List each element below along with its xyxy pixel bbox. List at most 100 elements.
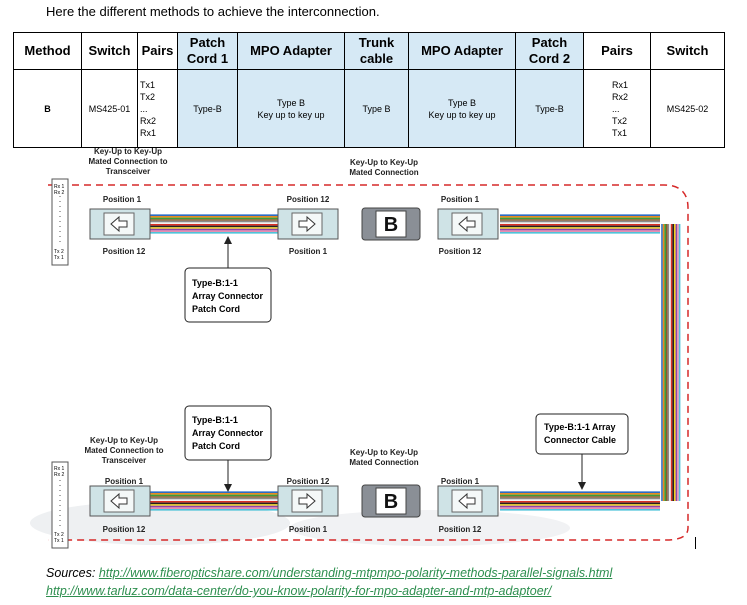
position-label: Position 12	[439, 525, 482, 534]
header-mpo-adapter-2: MPO Adapter	[408, 32, 516, 70]
caption-bottom-left: Transceiver	[102, 456, 146, 465]
transceiver-bottom: Rx 1 Rx 2 Tx 2 Tx 1	[51, 461, 69, 549]
source-link-1[interactable]: http://www.fiberopticshare.com/understan…	[98, 566, 613, 580]
position-label: Position 12	[439, 247, 482, 256]
adapter-letter: B	[384, 491, 398, 513]
adapter-letter: B	[384, 214, 398, 236]
cell-switch-2: MS425-02	[650, 69, 725, 148]
header-switch-2: Switch	[650, 32, 725, 70]
callout-text: Type-B:1-1 Array	[544, 422, 616, 432]
table-row: B MS425-01 Tx1 Tx2 ... Rx2 Rx1 Type-B Ty…	[13, 69, 725, 148]
mpo-connector	[437, 485, 499, 517]
position-label: Position 12	[287, 195, 330, 204]
pair-item: Tx2	[140, 91, 156, 102]
pair-item: Tx2	[612, 115, 628, 126]
pair-item: ...	[612, 103, 620, 114]
source-link-2[interactable]: http://www.tarluz.com/data-center/do-you…	[46, 584, 552, 598]
sources-label: Sources:	[46, 566, 96, 580]
callout-text: Type-B:1-1	[192, 278, 238, 288]
pair-item: Tx1	[140, 79, 156, 90]
cell-pairs-1: Tx1 Tx2 ... Rx2 Rx1	[137, 69, 178, 148]
callout-arrowhead	[224, 484, 232, 492]
header-switch: Switch	[81, 32, 138, 70]
transceiver-label: Rx 1	[54, 184, 65, 190]
caption-top-left: Transceiver	[106, 167, 150, 176]
callout-arrowhead	[578, 482, 586, 490]
pair-item: Rx1	[612, 79, 629, 90]
adapter-key: Key up to key up	[257, 109, 325, 120]
position-label: Position 1	[289, 525, 328, 534]
adapter-type: Type B	[447, 97, 476, 108]
transceiver-label: Tx 1	[54, 538, 64, 544]
callout-text: Patch Cord	[192, 441, 240, 451]
caption-bottom-left: Key-Up to Key-Up	[90, 436, 158, 445]
cell-patch-cord-1: Type-B	[177, 69, 238, 148]
transceiver-label: Rx 1	[54, 466, 65, 472]
caption-top-left: Mated Connection to	[88, 157, 167, 166]
pair-item: ...	[140, 103, 148, 114]
position-label: Position 12	[103, 247, 146, 256]
position-label: Position 12	[287, 477, 330, 486]
mpo-adapter-top: B	[361, 207, 421, 241]
callout-arrowhead	[224, 236, 232, 244]
patch-cord-top	[150, 214, 285, 234]
cell-patch-cord-2: Type-B	[515, 69, 584, 148]
callout-text: Connector Cable	[544, 435, 616, 445]
methods-table: Method Switch Pairs Patch Cord 1 MPO Ada…	[13, 32, 725, 148]
callout-text: Patch Cord	[192, 304, 240, 314]
position-label: Position 1	[105, 477, 144, 486]
caption-bottom-left: Mated Connection to	[84, 446, 163, 455]
callout-cable: Type-B:1-1 Array Connector Cable	[535, 413, 629, 455]
callout-patch-cord-bottom: Type-B:1-1 Array Connector Patch Cord	[184, 405, 272, 461]
header-patch-cord-2: Patch Cord 2	[515, 32, 584, 70]
transceiver-label: Rx 2	[54, 190, 65, 196]
patch-cord-bottom	[150, 491, 285, 511]
transceiver-label: Tx 2	[54, 249, 64, 255]
position-label: Position 1	[441, 195, 480, 204]
trunk-cable	[500, 214, 681, 511]
callout-text: Array Connector	[192, 291, 264, 301]
callout-patch-cord-top: Type-B:1-1 Array Connector Patch Cord	[184, 267, 272, 323]
header-patch-cord-1: Patch Cord 1	[177, 32, 238, 70]
signal-path-loop	[48, 184, 689, 541]
position-label: Position 1	[441, 477, 480, 486]
mpo-connector	[277, 208, 339, 240]
transceiver-label: Tx 1	[54, 255, 64, 261]
cell-mpo-adapter-1: Type B Key up to key up	[237, 69, 345, 148]
pair-item: Rx1	[140, 127, 157, 138]
caption-top-left: Key-Up to Key-Up	[94, 148, 162, 156]
cell-switch-1: MS425-01	[81, 69, 138, 148]
cell-trunk-cable: Type B	[344, 69, 409, 148]
header-method: Method	[13, 32, 82, 70]
mpo-adapter-bottom: B	[361, 484, 421, 518]
header-trunk-cable: Trunk cable	[344, 32, 409, 70]
intro-text: Here the different methods to achieve th…	[46, 4, 380, 19]
transceiver-label: Tx 2	[54, 532, 64, 538]
position-label: Position 1	[103, 195, 142, 204]
cell-pairs-2: Rx1 Rx2 ... Tx2 Tx1	[583, 69, 651, 148]
polarity-diagram: Rx 1 Rx 2 Tx 2 Tx 1 Rx 1 Rx 2 Tx 2 Tx 1 …	[30, 148, 689, 549]
mpo-connector	[277, 485, 339, 517]
mpo-connector	[437, 208, 499, 240]
header-pairs: Pairs	[137, 32, 178, 70]
cell-method: B	[13, 69, 82, 148]
mpo-connector	[89, 485, 151, 517]
text-cursor	[695, 537, 696, 549]
pair-item: Tx1	[612, 127, 628, 138]
callout-text: Type-B:1-1	[192, 415, 238, 425]
pair-item: Rx2	[612, 91, 629, 102]
header-pairs-2: Pairs	[583, 32, 651, 70]
mpo-connector	[89, 208, 151, 240]
table-header-row: Method Switch Pairs Patch Cord 1 MPO Ada…	[13, 32, 725, 70]
caption-top-mid: Mated Connection	[349, 168, 418, 177]
position-label: Position 12	[103, 525, 146, 534]
adapter-type: Type B	[276, 97, 305, 108]
transceiver-top: Rx 1 Rx 2 Tx 2 Tx 1	[51, 178, 69, 266]
transceiver-label: Rx 2	[54, 472, 65, 478]
position-label: Position 1	[289, 247, 328, 256]
header-mpo-adapter-1: MPO Adapter	[237, 32, 345, 70]
adapter-key: Key up to key up	[428, 109, 496, 120]
caption-bottom-mid: Key-Up to Key-Up	[350, 448, 418, 457]
map-background	[290, 510, 570, 546]
cell-mpo-adapter-2: Type B Key up to key up	[408, 69, 516, 148]
